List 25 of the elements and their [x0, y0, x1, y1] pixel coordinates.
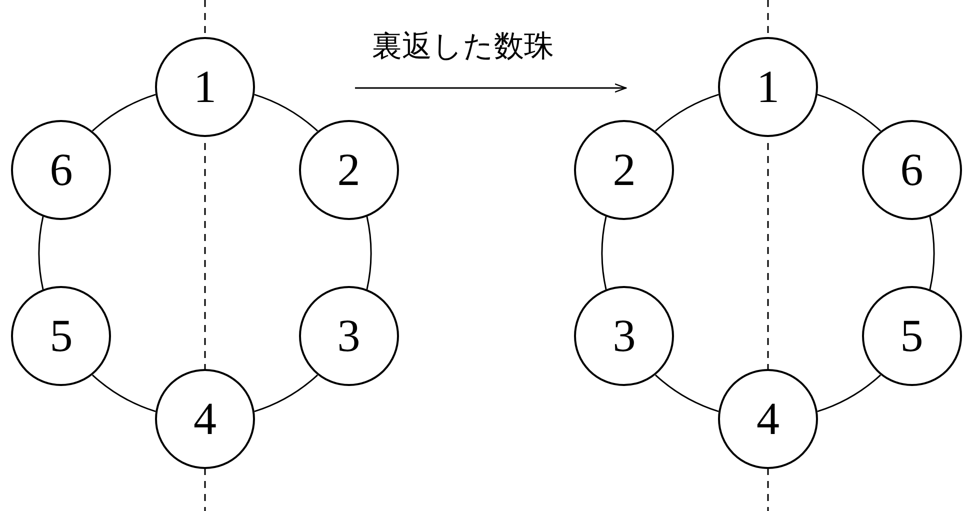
connector-arc — [92, 374, 156, 412]
connector-arc — [655, 374, 719, 412]
connector-arc — [601, 216, 607, 290]
bead-number: 3 — [612, 313, 636, 359]
bead-number: 4 — [756, 396, 780, 442]
bead-number: 6 — [50, 147, 73, 193]
bead-number: 2 — [337, 147, 360, 193]
bead-number: 4 — [194, 396, 216, 442]
connector-arc — [254, 374, 318, 412]
connector-arc — [817, 374, 881, 412]
bead-number: 3 — [337, 313, 360, 359]
bead-number: 1 — [756, 64, 780, 110]
connector-arc — [92, 94, 156, 132]
connector-arc — [929, 216, 935, 290]
arrow-caption: 裏返した数珠 — [372, 29, 554, 65]
bead-number: 1 — [194, 64, 216, 110]
bead-number: 5 — [50, 313, 73, 359]
bead-number: 5 — [900, 313, 924, 359]
connector-arc — [366, 216, 372, 290]
connector-arc — [655, 94, 719, 132]
bead-number: 6 — [900, 147, 924, 193]
connector-arc — [817, 94, 881, 132]
connector-arc — [38, 216, 44, 290]
bead-number: 2 — [612, 147, 636, 193]
connector-arc — [254, 94, 318, 132]
